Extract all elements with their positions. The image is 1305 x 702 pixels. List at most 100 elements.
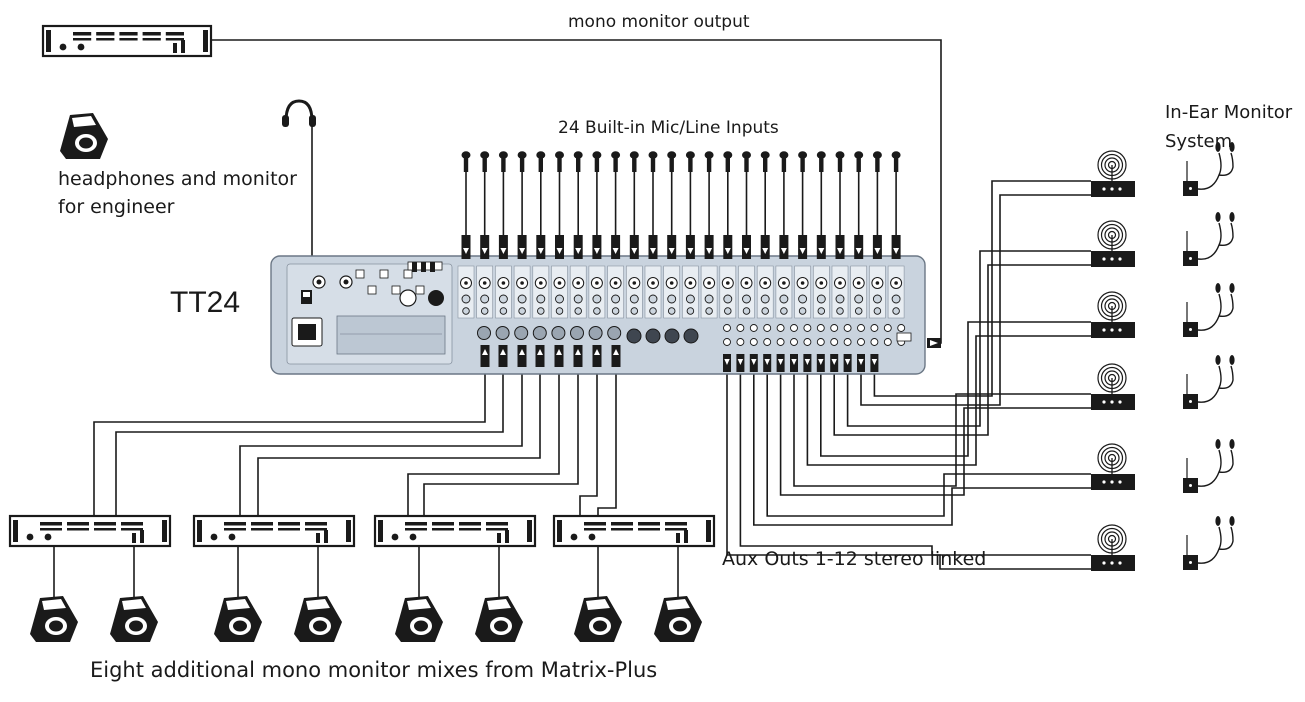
insert-jack [873,307,882,315]
option-slot [336,315,446,355]
matrix-out-cable [597,367,617,516]
aux-out-cable [819,321,1091,457]
iem-system-label: In-Ear Monitor System [1165,98,1292,156]
insert-jack [593,307,601,315]
aux-out-plug [723,354,731,372]
matrix-xlr-output [607,326,622,340]
line-input-jack [611,294,621,304]
insert-jack [480,307,489,315]
headphone-plug [412,262,417,272]
rear-port [355,269,365,279]
aux-output-jack [790,338,798,346]
matrix-xlr-output [477,326,491,340]
matrix-out-cable [257,367,541,516]
xlr-out-right [428,290,444,306]
insert-jack [630,307,639,315]
microphone [592,151,602,259]
line-input-jack [872,294,882,304]
insert-jack [836,307,844,315]
line-input-jack [629,294,639,304]
aux-out-cable [846,250,1091,427]
insert-jack [724,307,732,315]
aux-out-plug [843,354,852,372]
insert-jack [892,307,900,315]
microphone [536,151,546,259]
matrix-out-cable [239,367,523,516]
matrix-out-cable [579,367,598,516]
aux-out-plug [870,354,879,372]
insert-jack [854,307,863,315]
matrix-out-plug [480,345,490,367]
line-input-jack [592,294,602,304]
microphones [461,151,901,259]
rear-port [367,285,377,295]
aux-output-jack [830,338,839,346]
microphone [629,151,639,259]
matrix-caption-label: Eight additional mono monitor mixes from… [90,658,658,682]
microphone [573,151,583,259]
aux-output-jack [736,324,745,332]
line-input-jack [835,294,845,304]
aux-output-jack [857,338,865,346]
matrix-wedge-monitor [395,596,443,642]
aux-output-jack [749,324,758,332]
iem-transmitter [1091,150,1135,197]
aux-output-jack [843,324,852,332]
mixer-name-label: TT24 [170,286,241,319]
matrix-out-plug [611,345,621,367]
headphone-plug [430,262,435,272]
mic-inputs-label: 24 Built-in Mic/Line Inputs [558,118,779,138]
aux-output-jack [736,338,745,346]
engineer-monitor-amp [41,24,213,58]
iem-label-line1: In-Ear Monitor [1165,102,1293,123]
aux-out-plug [736,354,745,372]
aux-output-jack [883,338,892,346]
microphone [480,151,490,259]
aux-output-jack [816,324,825,332]
matrix-xlr-output [532,326,547,340]
matrix-wedge-monitor [30,596,78,642]
iem-receiver [1183,439,1235,493]
insert-jack [499,307,508,315]
aux-output-jack [776,338,785,346]
matrix-wedge-monitor [475,596,523,642]
line-input-jack [461,294,471,304]
iem-receiver [1183,212,1235,266]
iem-transmitter [1091,291,1135,338]
aux-out-plug [816,354,825,372]
matrix-monitor-amp [192,514,356,548]
line-input-jack [498,294,508,304]
aux-output-jack [843,338,852,346]
aux-output-jack [816,338,825,346]
aux-out-cable [726,372,1091,570]
engineer-label-line2: for engineer [58,196,175,218]
matrix-out-plug [554,345,564,367]
aux-output-jack [763,324,772,332]
matrix-out-plug [498,345,508,367]
microphone [798,151,808,259]
iem-receiver [1183,516,1235,570]
iem-receiver [1183,355,1235,409]
engineer-wedge-monitor [60,113,108,159]
microphone [648,151,658,259]
line-input-jack [517,294,527,304]
aux-outs-label: Aux Outs 1-12 stereo linked [722,548,987,570]
line-input-jack [854,294,864,304]
matrix-wedge-monitor [214,596,262,642]
insert-jack [649,307,657,315]
xlr-out-left [399,289,417,307]
line-input-jack [779,294,789,304]
headphone-plug [421,262,426,272]
microphone [517,151,527,259]
matrix-monitor-amp [8,514,172,548]
matrix-xlr-output [588,326,603,340]
line-input-jack [667,294,677,304]
line-input-jack [816,294,826,304]
aux-out-plug [803,354,812,372]
matrix-out-cable [407,367,560,516]
microphone [891,151,901,259]
microphone [667,151,677,259]
devices [8,24,1235,642]
